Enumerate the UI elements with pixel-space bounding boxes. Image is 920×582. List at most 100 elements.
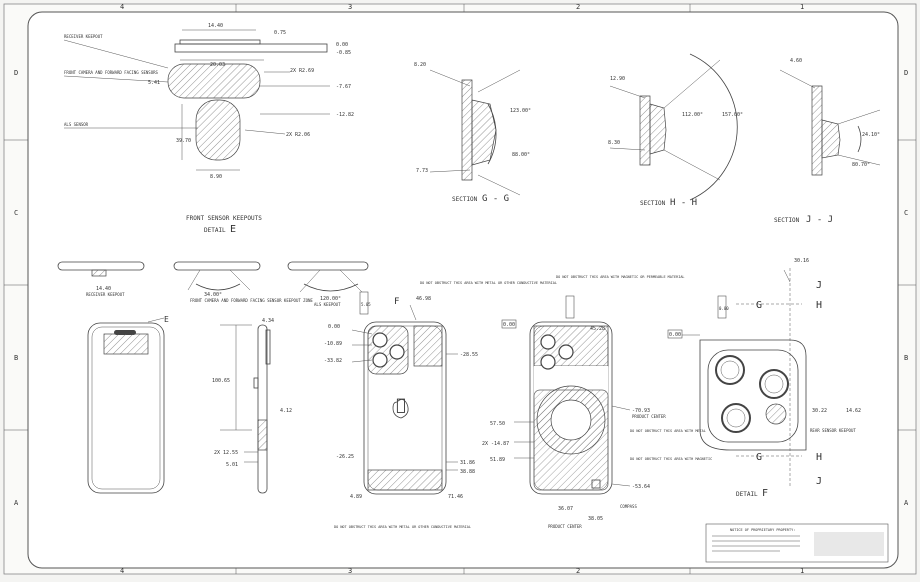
receiver-keepout-bar	[179, 39, 261, 45]
row-label-left-a: A	[14, 499, 19, 507]
als-keepout	[195, 99, 241, 161]
marker-g-top: G	[756, 300, 762, 311]
dim-mag-57-50: 57.50	[490, 421, 505, 427]
dim-e-0-00: 0.00	[336, 42, 348, 48]
dim-front-34: 34.00°	[204, 292, 222, 298]
dim-e-14-40: 14.40	[208, 23, 223, 29]
col-label-bottom-2: 2	[576, 567, 580, 575]
note-back-top: DO NOT OBSTRUCT THIS AREA WITH METAL OR …	[420, 281, 557, 285]
apple-logo-icon: 	[396, 395, 406, 414]
dim-h-8-30: 8.30	[608, 140, 620, 146]
dim-e-20-03: 20.03	[210, 62, 225, 68]
col-label-top-1: 1	[800, 3, 804, 11]
dim-back-5-05: 5.05	[361, 302, 371, 307]
inner-frame	[27, 11, 899, 569]
dim-side-5-01: 5.01	[226, 462, 238, 468]
note-front-camera: FRONT CAMERA AND FORWARD FACING SENSORS	[64, 70, 159, 75]
col-label-bottom-4: 4	[120, 567, 124, 575]
top-view-3	[287, 261, 369, 271]
dim-back-46-98: 46.98	[416, 296, 431, 302]
detail-e-letter: E	[230, 224, 236, 235]
dim-j-4-60: 4.60	[790, 58, 802, 64]
dim-e-neg-12-82: -12.82	[336, 112, 354, 118]
section-h-letter: H - H	[670, 198, 697, 208]
section-h-title: SECTION	[640, 200, 666, 207]
dim-receiver-14-40: 14.40	[96, 286, 111, 292]
dim-back-neg-33-82: -33.82	[324, 358, 342, 364]
marker-g-bottom: G	[756, 452, 762, 463]
note-receiver-keepout: RECEIVER KEEPOUT	[64, 34, 103, 39]
col-label-bottom-3: 3	[348, 567, 352, 575]
row-label-right-b: B	[904, 354, 908, 362]
label-mag-product-center: PRODUCT CENTER	[632, 414, 666, 419]
top-view-2	[173, 261, 261, 271]
label-receiver-keepout: RECEIVER KEEPOUT	[86, 292, 125, 297]
col-label-top-2: 2	[576, 3, 580, 11]
detail-f-view	[667, 268, 807, 486]
front-phone-view	[87, 317, 165, 494]
row-label-right-a: A	[904, 499, 909, 507]
title-block	[705, 523, 889, 563]
dim-back-neg-28-55: -28.55	[460, 352, 478, 358]
section-j-view	[779, 69, 881, 176]
dim-side-4-34: 4.34	[262, 318, 274, 324]
section-g-view	[429, 69, 521, 196]
zone-ticks	[4, 4, 916, 574]
col-label-bottom-1: 1	[800, 567, 804, 575]
section-j-letter: J - J	[806, 215, 833, 225]
dim-back-0-00: 0.00	[328, 324, 340, 330]
row-label-left-c: C	[14, 209, 18, 217]
front-camera-keepout	[167, 63, 261, 99]
detail-e-title: FRONT SENSOR KEEPOUTS	[186, 215, 262, 222]
dim-g-8-20: 8.20	[414, 62, 426, 68]
dim-f-0-00-v: 0.00	[719, 306, 729, 311]
dim-e-r2-06: 2X R2.06	[286, 132, 310, 138]
row-label-left-b: B	[14, 354, 18, 362]
row-label-right-c: C	[904, 209, 908, 217]
label-mag-product-center-2: PRODUCT CENTER	[548, 524, 582, 529]
title-block-heading: NOTICE OF PROPRIETARY PROPERTY:	[730, 528, 795, 532]
dim-mag-36-07: 36.07	[558, 506, 573, 512]
dim-als-120: 120.00°	[320, 296, 341, 302]
magsafe-phone-view	[501, 295, 631, 495]
dim-mag-neg-70-93: -70.93	[632, 408, 650, 414]
top-views	[57, 261, 369, 293]
note-back-bottom: DO NOT OBSTRUCT THIS AREA WITH METAL OR …	[334, 525, 471, 529]
detail-e-label: DETAIL	[204, 227, 226, 234]
dim-mag-45-28: 45.28	[590, 326, 605, 332]
section-h-view	[609, 53, 738, 201]
dim-f-14-62: 14.62	[846, 408, 861, 414]
col-label-top-4: 4	[120, 3, 124, 11]
section-g-letter: G - G	[482, 194, 509, 204]
dim-e-neg-0-85: -0.85	[336, 50, 351, 56]
dim-mag-neg-53-64: -53.64	[632, 484, 650, 490]
note-rear-sensor: REAR SENSOR KEEPOUT	[810, 428, 856, 433]
dim-g-123: 123.00°	[510, 108, 531, 114]
dim-f-0-00-h: 0.00	[669, 332, 681, 338]
dim-e-neg-7-67: -7.67	[336, 84, 351, 90]
detail-e-top	[63, 29, 330, 171]
dim-g-7-73: 7.73	[416, 168, 428, 174]
dim-h-157: 157.00°	[722, 112, 743, 118]
detail-f-title: DETAIL	[736, 491, 758, 498]
side-phone-view	[220, 324, 271, 494]
section-j-title: SECTION	[774, 217, 800, 224]
dim-j-80-70: 80.70°	[852, 162, 870, 168]
dim-g-88: 88.00°	[512, 152, 530, 158]
marker-j-top: J	[816, 280, 822, 291]
dim-mag-38-05: 38.05	[588, 516, 603, 522]
marker-h-bottom: H	[816, 452, 822, 463]
dim-h-112: 112.00°	[682, 112, 703, 118]
note-mag-lower: DO NOT OBSTRUCT THIS AREA WITH MAGNETIC	[630, 457, 712, 461]
dim-mag-14-87: 2X -14.87	[482, 441, 509, 447]
dim-back-38-88: 38.88	[460, 469, 475, 475]
dim-side-4-12: 4.12	[280, 408, 292, 414]
dim-side-100-65: 100.65	[212, 378, 230, 384]
blurred-stamp	[814, 532, 884, 556]
dim-back-4-89: 4.89	[350, 494, 362, 500]
col-label-top-3: 3	[348, 3, 352, 11]
callout-f: F	[394, 297, 399, 307]
note-mag-top: DO NOT OBSTRUCT THIS AREA WITH MAGNETIC …	[556, 275, 685, 279]
dim-j-24-10: 24.10°	[862, 132, 880, 138]
